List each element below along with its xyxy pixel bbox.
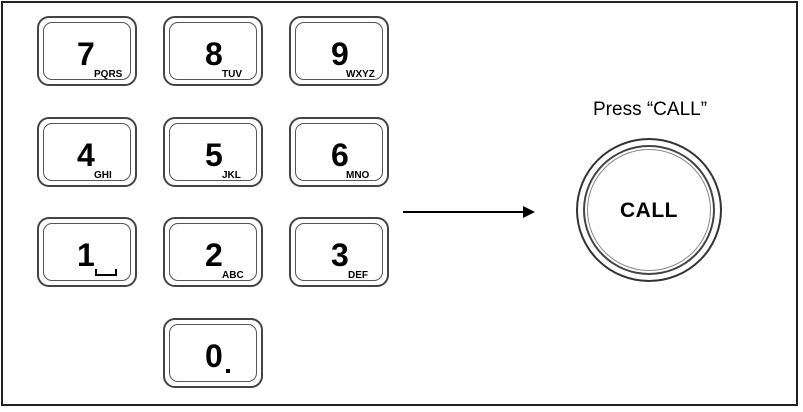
key-6[interactable]: 6 MNO — [289, 117, 389, 187]
call-button[interactable]: CALL — [576, 138, 722, 282]
key-digit: 1 — [77, 237, 95, 273]
key-8[interactable]: 8 TUV — [163, 16, 263, 86]
key-digit: 0 — [205, 338, 223, 374]
instruction-label: Press “CALL” — [593, 99, 708, 120]
key-0[interactable]: 0 — [163, 318, 263, 388]
key-letters: TUV — [222, 69, 242, 80]
key-letters: GHI — [94, 170, 112, 181]
key-digit: 8 — [205, 36, 223, 72]
diagram-frame: 7 PQRS 8 TUV 9 WXYZ 4 GHI 5 JKL 6 MNO 1 … — [1, 1, 798, 406]
dot-icon — [226, 369, 230, 373]
key-3[interactable]: 3 DEF — [289, 217, 389, 287]
key-letters: DEF — [348, 270, 368, 281]
arrow-right-icon — [523, 206, 535, 218]
key-letters: MNO — [346, 170, 370, 181]
call-button-label: CALL — [620, 199, 678, 222]
key-2[interactable]: 2 ABC — [163, 217, 263, 287]
key-digit: 3 — [331, 237, 349, 273]
key-digit: 6 — [331, 137, 349, 173]
key-7[interactable]: 7 PQRS — [37, 16, 137, 86]
key-5[interactable]: 5 JKL — [163, 117, 263, 187]
key-digit: 9 — [331, 36, 349, 72]
key-letters: PQRS — [94, 69, 123, 80]
key-9[interactable]: 9 WXYZ — [289, 16, 389, 86]
key-letters: JKL — [222, 170, 241, 181]
key-4[interactable]: 4 GHI — [37, 117, 137, 187]
key-1[interactable]: 1 — [37, 217, 137, 287]
key-letters: WXYZ — [346, 69, 375, 80]
arrow-line — [403, 211, 529, 213]
key-letters: ABC — [222, 270, 244, 281]
space-icon — [95, 269, 117, 276]
key-digit: 4 — [77, 137, 95, 173]
key-digit: 5 — [205, 137, 223, 173]
key-digit: 2 — [205, 237, 223, 273]
key-digit: 7 — [77, 36, 95, 72]
